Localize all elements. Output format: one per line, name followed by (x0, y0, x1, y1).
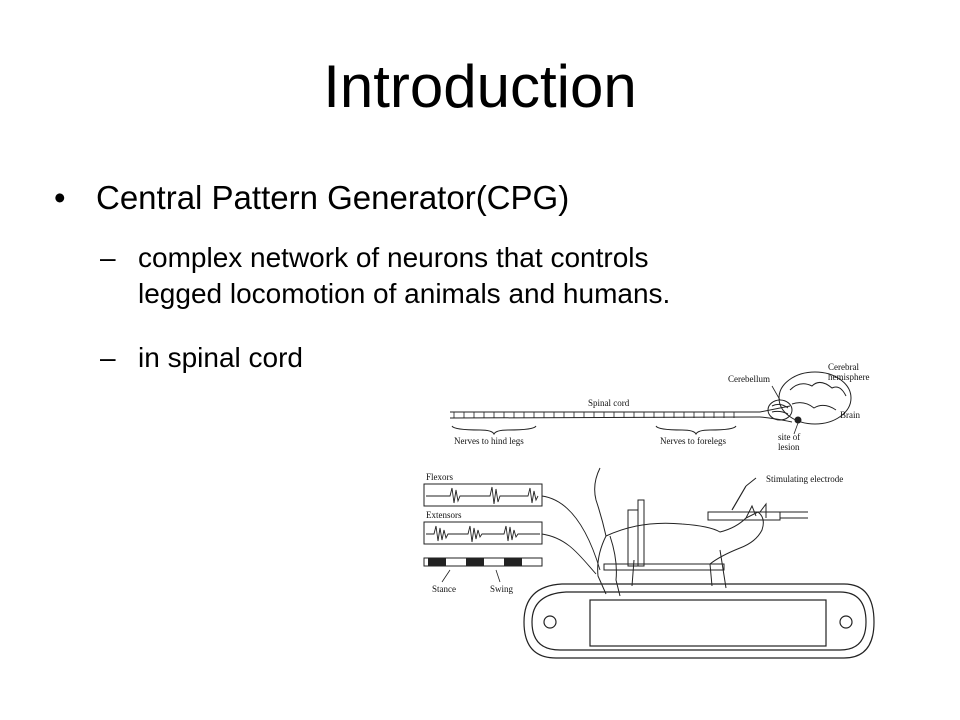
label-spinal-cord: Spinal cord (588, 398, 630, 408)
label-lesion: lesion (778, 442, 800, 452)
brain-drawing (767, 371, 852, 435)
cat-drawing (594, 467, 767, 597)
label-nerves-hind: Nerves to hind legs (454, 436, 524, 446)
bullet-text: Central Pattern Generator(CPG) (96, 179, 570, 216)
label-cerebellum: Cerebellum (728, 374, 770, 384)
label-cerebral: Cerebral (828, 362, 859, 372)
label-flexors: Flexors (426, 472, 453, 482)
sub-bullet-marker: – (100, 342, 116, 373)
slide-title: Introduction (323, 53, 637, 120)
sub-bullet-line: complex network of neurons that controls (138, 242, 649, 273)
label-nerves-fore: Nerves to forelegs (660, 436, 726, 446)
figure-svg: Spinal cord Cerebellum Cerebral hemisphe… (423, 362, 875, 659)
bullet-marker: • (54, 179, 66, 216)
label-stance: Stance (432, 584, 456, 594)
label-brain: Brain (840, 410, 860, 420)
emg-traces (423, 483, 601, 575)
support-frame (603, 499, 808, 571)
label-extensors: Extensors (426, 510, 462, 520)
sub-bullet-line: legged locomotion of animals and humans. (138, 278, 671, 309)
sub-bullet-line: in spinal cord (138, 342, 303, 373)
label-site-of: site of (778, 432, 800, 442)
treadmill (523, 583, 875, 659)
label-stimulating-electrode: Stimulating electrode (766, 474, 843, 484)
spinal-cord-diagram (449, 405, 793, 436)
stance-swing-bar (423, 557, 543, 583)
label-hemisphere: hemisphere (828, 372, 869, 382)
sub-bullet-marker: – (100, 242, 116, 273)
cat-treadmill-figure: Spinal cord Cerebellum Cerebral hemisphe… (420, 360, 882, 672)
label-swing: Swing (490, 584, 514, 594)
